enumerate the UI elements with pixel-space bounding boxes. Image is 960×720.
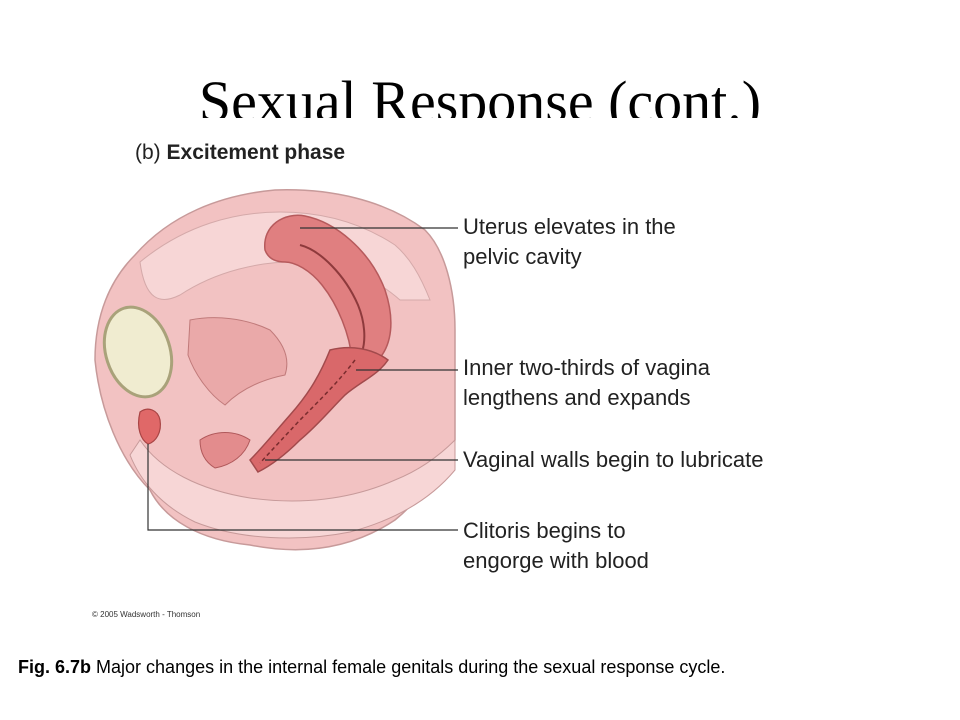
perineal-fold	[129, 438, 456, 539]
caption-text: Major changes in the internal female gen…	[96, 657, 726, 677]
callout-clitoris: Clitoris begins to engorge with blood	[463, 516, 649, 576]
callout-line: Inner two-thirds of vagina	[463, 355, 711, 380]
slide-title: Sexual Response (cont.)	[198, 69, 762, 118]
figure-reference: Fig. 6.7b	[18, 657, 92, 677]
uterine-cavity	[299, 244, 366, 353]
callout-vaginal-walls: Vaginal walls begin to lubricate	[463, 445, 763, 475]
clitoris	[137, 408, 161, 445]
callout-line: Vaginal walls begin to lubricate	[463, 447, 764, 472]
callout-uterus: Uterus elevates in the pelvic cavity	[463, 212, 676, 272]
labia	[199, 432, 251, 469]
pubic-bone	[102, 305, 174, 399]
vaginal-canal	[259, 359, 356, 464]
figure-caption: Fig. 6.7b Major changes in the internal …	[18, 654, 896, 680]
vagina	[249, 347, 390, 473]
callout-vagina: Inner two-thirds of vagina lengthens and…	[463, 353, 710, 413]
callout-line: engorge with blood	[463, 548, 649, 573]
panel-letter: (b)	[135, 141, 161, 164]
callout-line: lengthens and expands	[463, 385, 691, 410]
callout-line: pelvic cavity	[463, 244, 582, 269]
bladder-region	[187, 317, 288, 406]
leader-line-clitoris	[147, 444, 458, 531]
callout-line: Uterus elevates in the	[463, 214, 676, 239]
copyright-notice: © 2005 Wadsworth - Thomson	[92, 610, 201, 619]
panel-title: Excitement phase	[166, 141, 346, 164]
panel-label: (b) Excitement phase	[135, 141, 345, 165]
callout-line: Clitoris begins to	[463, 518, 626, 543]
